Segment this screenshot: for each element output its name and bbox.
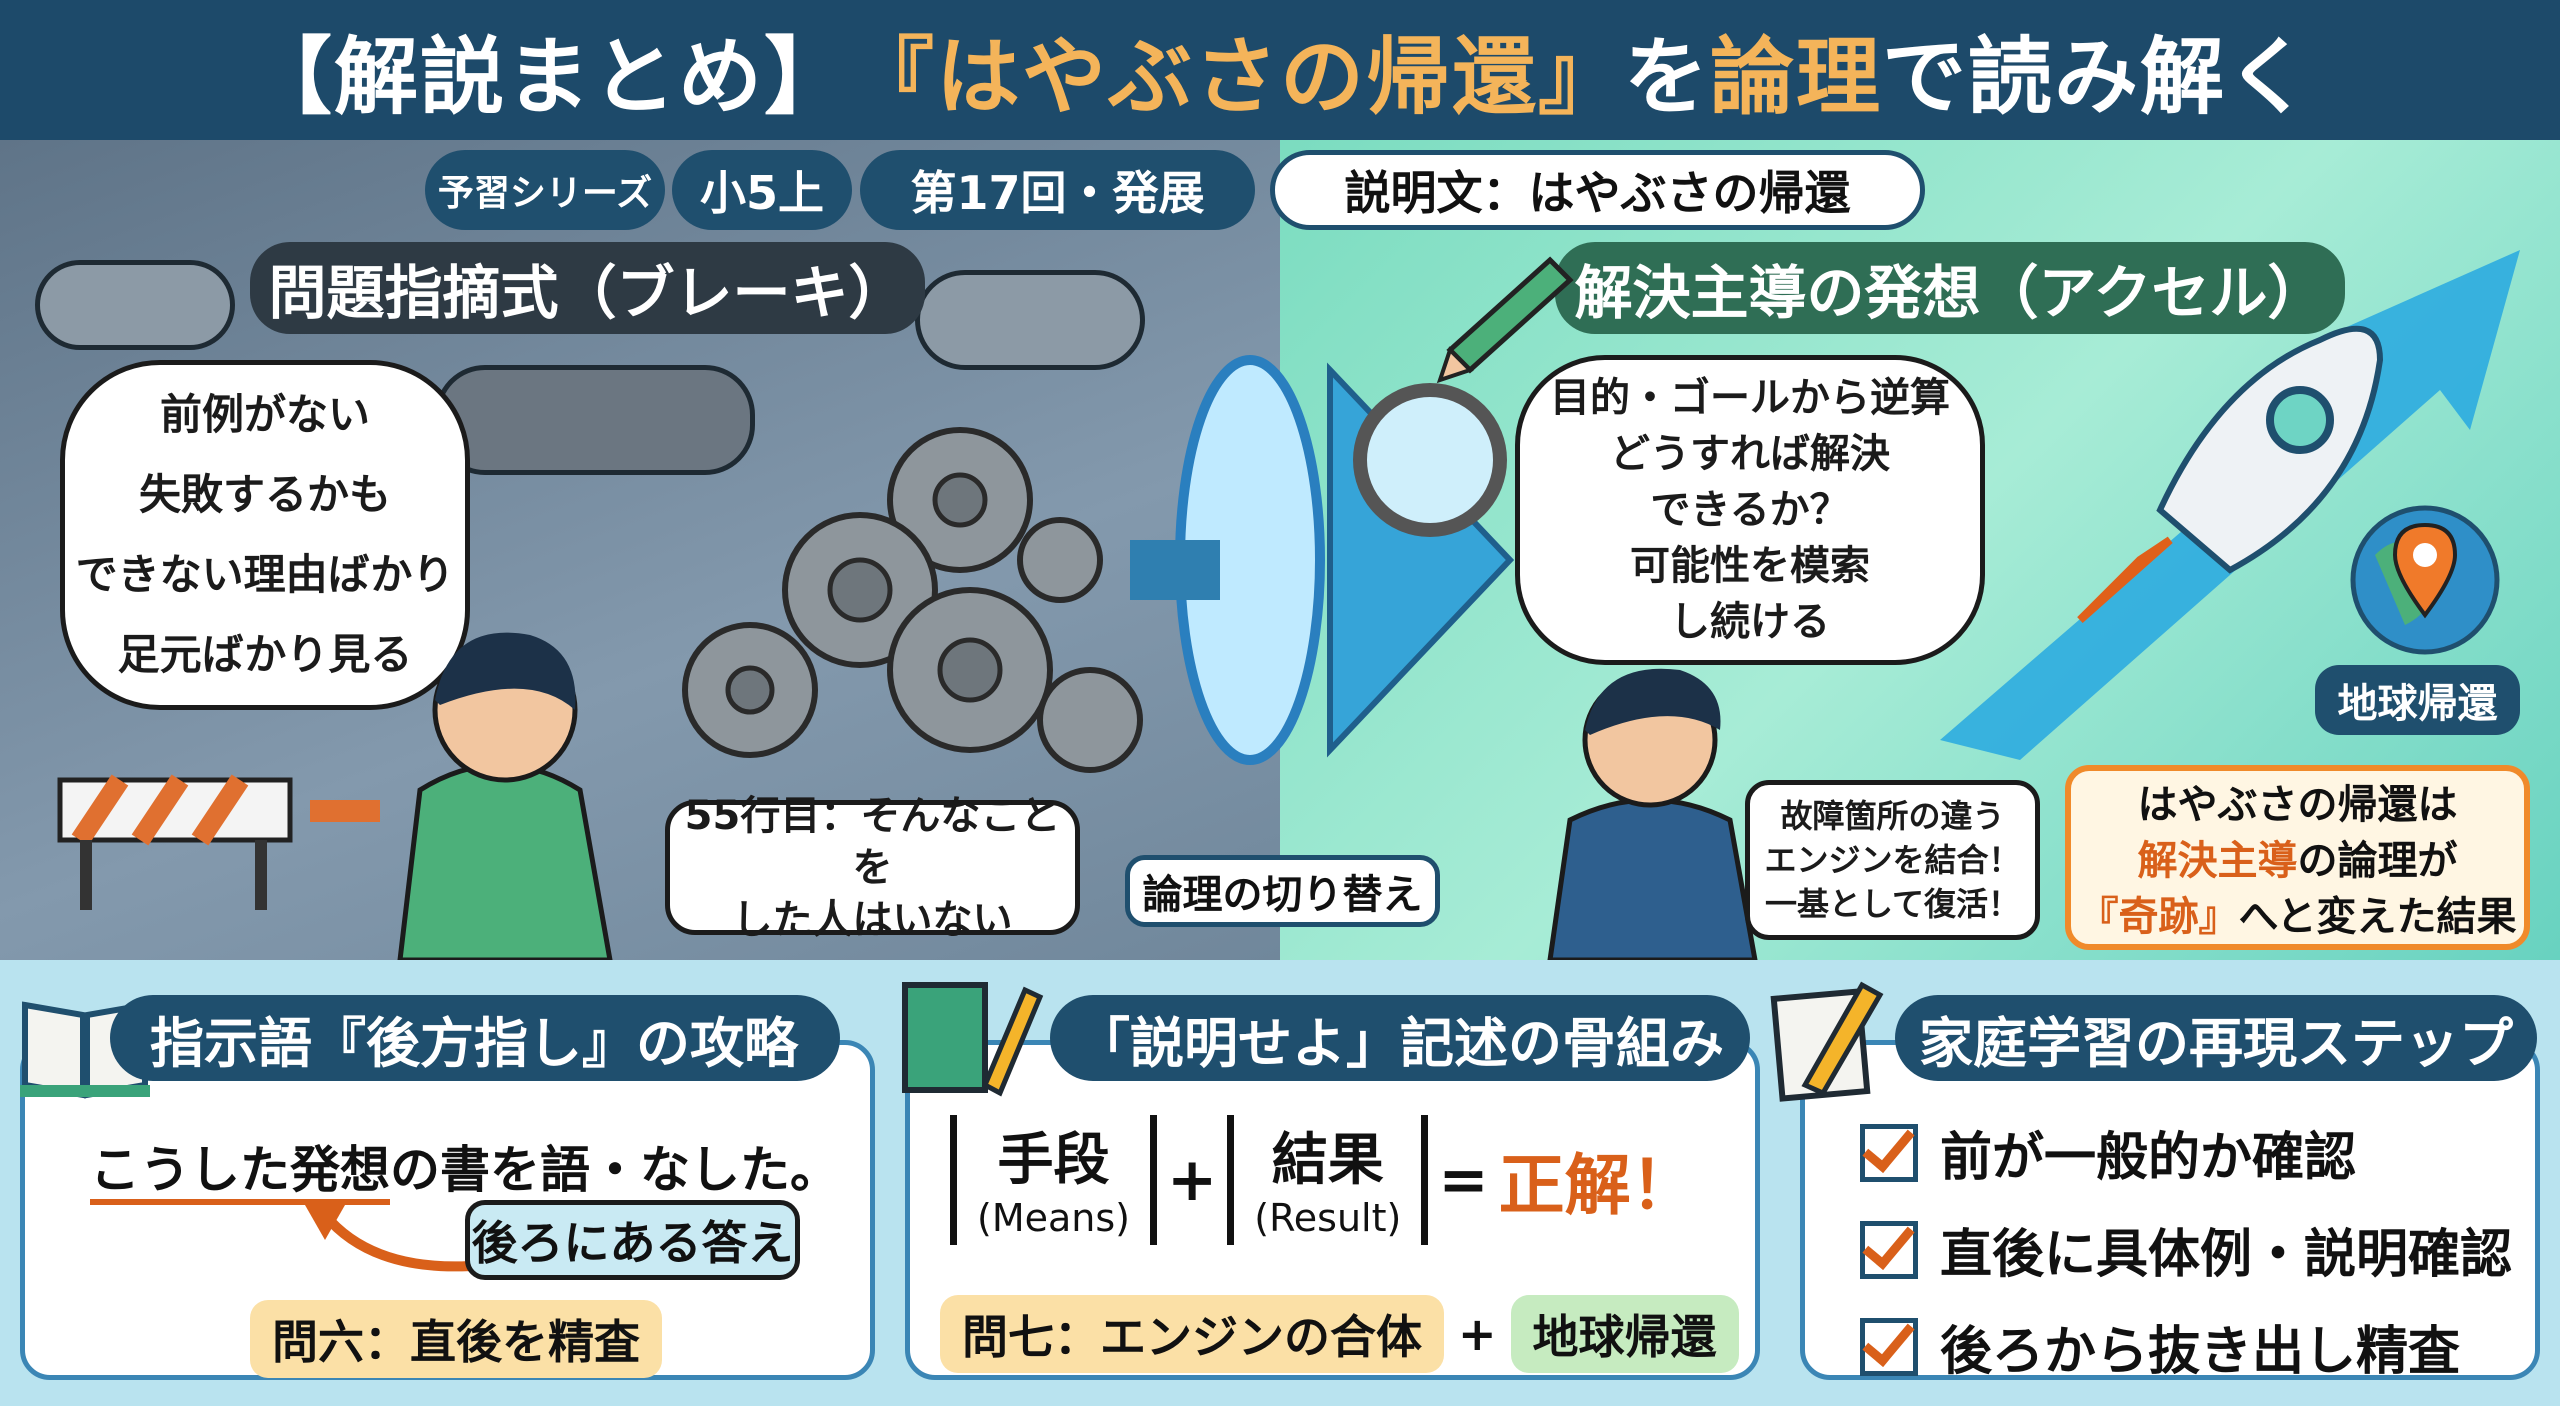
tag-text-title: 説明文：はやぶさの帰還: [1270, 150, 1925, 230]
curved-arrow-icon: [305, 1205, 486, 1272]
notes-row: 問七：エンジンの合体 + 地球帰還: [940, 1295, 1739, 1373]
thought-line: どうすれば解決: [1610, 431, 1890, 477]
logic-switch-portal: [1130, 355, 1515, 765]
thought-line: 前例がない: [159, 390, 370, 439]
cloud-icon: [915, 270, 1145, 370]
result-en: (Result): [1254, 1196, 1402, 1240]
card-explain-structure: 手段(Means) + 結果(Result) = 正解！ 問七：エンジンの合体 …: [905, 1040, 1760, 1380]
example-sentence: こうした発想の書を語・なした。: [90, 1130, 840, 1205]
thought-line: できない理由ばかり: [75, 550, 455, 599]
checklist-pencil-icon: [1770, 981, 1884, 1102]
title-bar: 【解説まとめ】 『はやぶさの帰還』 を 論理 で読み解く: [0, 0, 2560, 140]
answer-label: 正解！: [1498, 1147, 1697, 1224]
conclusion-line: はやぶさの帰還は: [2137, 782, 2458, 828]
card-home-study: 前が一般的か確認 直後に具体例・説明確認 後ろから抜き出し精査: [1800, 1040, 2540, 1382]
title-mid: を: [1623, 27, 1710, 126]
conclusion-line: 『奇跡』へと変えた結果: [2071, 889, 2524, 945]
result-label: 結果: [1271, 1128, 1384, 1193]
means-bracket: 手段(Means): [950, 1115, 1157, 1245]
title-highlight: 『はやぶさの帰還』: [849, 27, 1624, 126]
pointer-label: 後ろにある答え: [465, 1200, 800, 1280]
thought-line: 失敗するかも: [138, 470, 391, 519]
note-line: 故障箇所の違う: [1780, 797, 2005, 835]
step-text: 前が一般的か確認: [1940, 1128, 2357, 1188]
equals-sign: =: [1438, 1145, 1489, 1215]
formula: 手段(Means) + 結果(Result) = 正解！: [950, 1115, 1697, 1245]
sentence-rest: の書を語・なした。: [390, 1141, 840, 1199]
checkbox-checked-icon: [1860, 1220, 1918, 1279]
worried-student-illustration: [397, 632, 613, 960]
text: の論理が: [2297, 838, 2458, 884]
step-text: 直後に具体例・説明確認: [1940, 1225, 2513, 1285]
step-text: 後ろから抜き出し精査: [1940, 1322, 2461, 1382]
thought-line: 足元ばかり見る: [117, 630, 413, 679]
earth-pin-icon: [2350, 505, 2500, 655]
brake-heading: 問題指摘式（ブレーキ）: [250, 242, 925, 334]
accel-thought-bubble: 目的・ゴールから逆算 どうすれば解決 できるか？ 可能性を模索 し続ける: [1515, 355, 1985, 665]
tangled-gears-illustration: [682, 427, 1143, 773]
quote-line: した人はいない: [732, 896, 1013, 943]
question-note: 問六：直後を精査: [250, 1300, 662, 1378]
title-prefix: 【解説まとめ】: [247, 27, 850, 126]
card1-heading: 指示語『後方指し』の攻略: [110, 995, 840, 1081]
thought-line: 可能性を模索: [1630, 543, 1870, 589]
confident-student-illustration: [1547, 668, 1758, 960]
plus-sign: +: [1166, 1145, 1218, 1215]
result-bracket: 結果(Result): [1227, 1115, 1429, 1245]
pencil-icon: [1436, 256, 1574, 384]
tag-grade: 小5上: [672, 150, 852, 230]
step-item: 前が一般的か確認: [1860, 1115, 2512, 1190]
step-list: 前が一般的か確認 直後に具体例・説明確認 後ろから抜き出し精査: [1860, 1115, 2512, 1406]
cloud-icon: [35, 260, 235, 350]
checkbox-checked-icon: [1860, 1317, 1918, 1376]
emphasis: 『奇跡』: [2078, 894, 2239, 940]
thought-line: し続ける: [1670, 599, 1830, 645]
means-label: 手段: [997, 1128, 1110, 1193]
card2-heading: 「説明せよ」記述の骨組み: [1050, 995, 1750, 1081]
note-line: エンジンを結合！: [1764, 841, 2021, 879]
accel-heading: 解決主導の発想（アクセル）: [1555, 242, 2345, 334]
underlined-phrase: こうした発想: [90, 1141, 390, 1205]
book-pencil-icon: [902, 982, 1044, 1097]
card3-heading: 家庭学習の再現ステップ: [1895, 995, 2537, 1081]
step-item: 直後に具体例・説明確認: [1860, 1212, 2512, 1287]
logic-switch-label: 論理の切り替え: [1125, 855, 1440, 927]
conclusion-box: はやぶさの帰還は 解決主導の論理が 『奇跡』へと変えた結果: [2065, 765, 2530, 950]
title-highlight2: 論理: [1710, 27, 1883, 126]
magnifier-icon: [1353, 383, 1507, 537]
tag-lesson: 第17回・発展: [860, 150, 1255, 230]
emphasis: 解決主導: [2137, 838, 2298, 884]
rocket-illustration: [1940, 250, 2520, 760]
card-demonstrative: こうした発想の書を語・なした。 後ろにある答え 問六：直後を精査: [20, 1040, 875, 1380]
means-en: (Means): [977, 1196, 1130, 1240]
brake-thought-bubble: 前例がない 失敗するかも できない理由ばかり 足元ばかり見る: [60, 360, 470, 710]
quote-bubble: 55行目：そんなことを した人はいない: [665, 793, 1080, 943]
step-item: 後ろから抜き出し精査: [1860, 1309, 2512, 1384]
tag-series: 予習シリーズ: [425, 150, 665, 230]
barricade-icon: [57, 774, 380, 910]
text: へと変えた結果: [2238, 894, 2517, 940]
engine-note-bubble: 故障箇所の違う エンジンを結合！ 一基として復活！: [1745, 780, 2040, 940]
note-line: 一基として復活！: [1764, 885, 2021, 923]
title-suffix: で読み解く: [1882, 27, 2313, 126]
earth-return-note: 地球帰還: [1510, 1295, 1739, 1373]
thought-line: できるか？: [1650, 487, 1850, 533]
quote-line: 55行目：そんなことを: [684, 792, 1061, 891]
thought-line: 目的・ゴールから逆算: [1550, 375, 1950, 421]
conclusion-line: 解決主導の論理が: [2071, 833, 2524, 889]
plus-sign: +: [1458, 1307, 1497, 1361]
checkbox-checked-icon: [1860, 1123, 1918, 1182]
earth-return-label: 地球帰還: [2315, 665, 2520, 735]
question-note: 問七：エンジンの合体: [940, 1295, 1444, 1373]
